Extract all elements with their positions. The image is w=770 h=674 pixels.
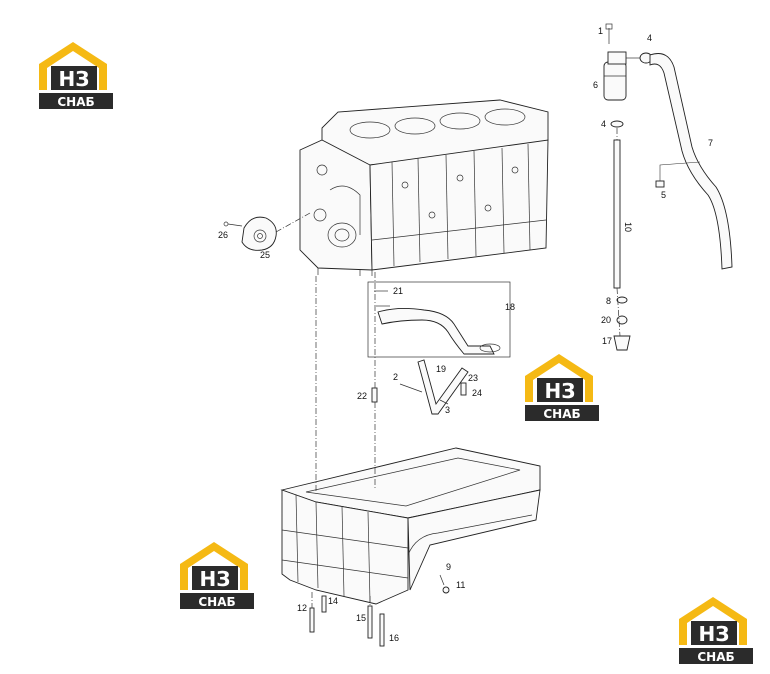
callout-9: 9 <box>446 562 451 572</box>
brand-logo-bottom-left: НЗ СНАБ <box>178 538 256 610</box>
svg-text:СНАБ: СНАБ <box>57 95 94 109</box>
callout-12: 12 <box>297 603 307 613</box>
oil-pan <box>280 447 541 605</box>
brand-logo-bottom-right: НЗ СНАБ <box>677 593 755 665</box>
svg-text:НЗ: НЗ <box>545 379 576 403</box>
svg-text:СНАБ: СНАБ <box>543 407 580 421</box>
svg-text:НЗ: НЗ <box>59 67 90 91</box>
callout-20: 20 <box>601 315 611 325</box>
callout-5: 5 <box>661 190 666 200</box>
callout-21: 21 <box>393 286 403 296</box>
callout-4-top: 4 <box>647 33 652 43</box>
callout-10: 10 <box>623 222 633 232</box>
callout-24: 24 <box>472 388 482 398</box>
brand-logo-middle-right: НЗ СНАБ <box>523 350 601 422</box>
callout-3: 3 <box>445 405 450 415</box>
callout-17: 17 <box>602 336 612 346</box>
oil-pickup-part-18 <box>367 281 511 358</box>
callout-6: 6 <box>593 80 598 90</box>
svg-text:НЗ: НЗ <box>200 567 231 591</box>
callout-23: 23 <box>468 373 478 383</box>
callout-14: 14 <box>328 596 338 606</box>
brand-logo-top-left: НЗ СНАБ <box>37 38 115 110</box>
callout-7: 7 <box>708 138 713 148</box>
dipstick-assembly <box>603 23 733 351</box>
pan-bolts <box>309 595 385 647</box>
callout-4-lower: 4 <box>601 119 606 129</box>
callout-22: 22 <box>357 391 367 401</box>
callout-11: 11 <box>456 580 465 590</box>
callout-25: 25 <box>260 250 270 260</box>
callout-18: 18 <box>505 302 515 312</box>
oil-cooler-part-25 <box>223 212 311 251</box>
callout-26: 26 <box>218 230 228 240</box>
callout-1: 1 <box>598 26 603 36</box>
callout-2: 2 <box>393 372 398 382</box>
callout-8: 8 <box>606 296 611 306</box>
callout-labels: 1 4 6 4 7 5 10 8 20 17 26 25 21 18 2 19 … <box>218 26 713 643</box>
alignment-lines <box>311 272 376 608</box>
svg-text:СНАБ: СНАБ <box>198 595 235 609</box>
svg-text:НЗ: НЗ <box>699 622 730 646</box>
callout-19: 19 <box>436 364 446 374</box>
callout-16: 16 <box>389 633 399 643</box>
bracket-part-19 <box>371 359 469 415</box>
svg-text:СНАБ: СНАБ <box>697 650 734 664</box>
callout-15: 15 <box>356 613 366 623</box>
engine-block <box>299 99 549 276</box>
